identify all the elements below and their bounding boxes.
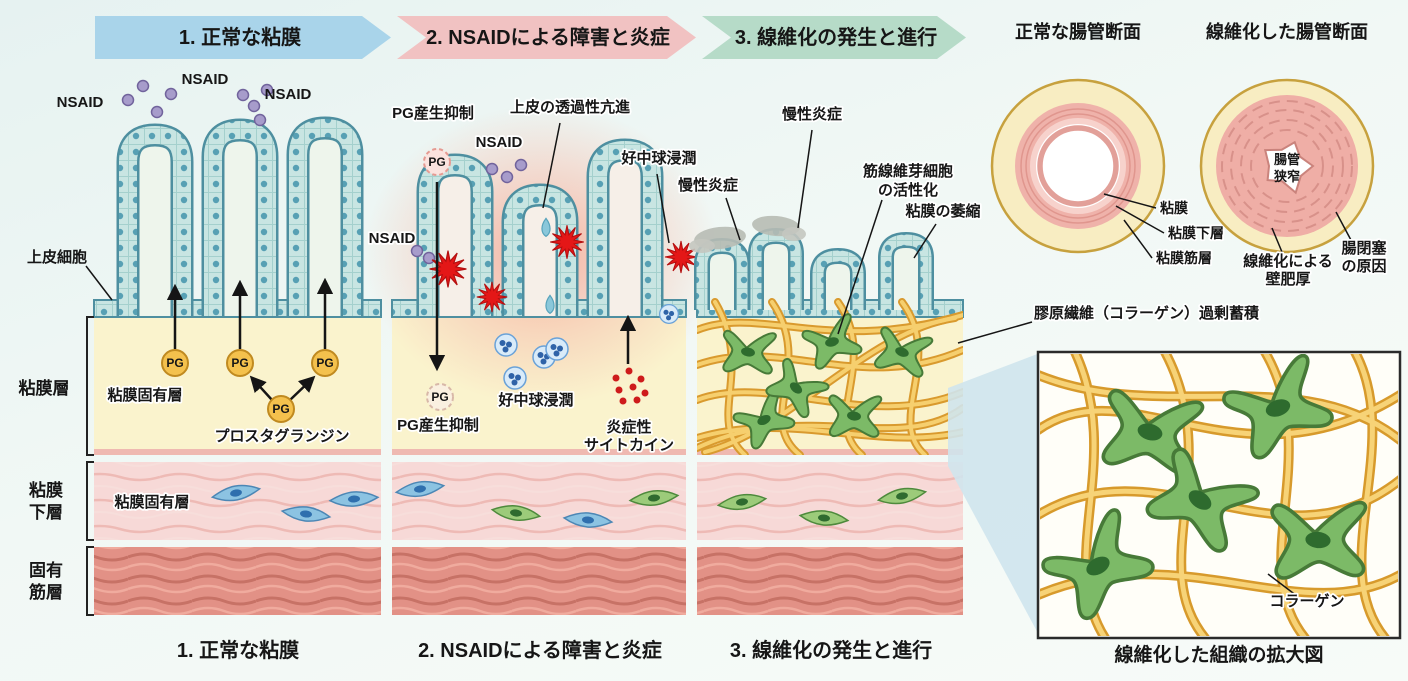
panel2-nsaid-molecules bbox=[410, 158, 528, 265]
stenosis-label-line2: 狭窄 bbox=[1273, 169, 1300, 184]
collagen-accumulation-leader-line bbox=[957, 321, 1033, 344]
submucosa-bands bbox=[94, 462, 963, 540]
submucosa-layer-label-line2: 下層 bbox=[29, 503, 63, 522]
pg-text: PG bbox=[166, 356, 183, 370]
pg-circle-suppressed bbox=[423, 148, 451, 176]
cytokine-label-line1: 炎症性 bbox=[606, 418, 651, 436]
pg-circle bbox=[161, 349, 189, 377]
submucosa-layer-label-line1: 粘膜 bbox=[29, 480, 63, 500]
step-banners: 1. 正常な粘膜 2. NSAIDによる障害と炎症 3. 線維化の発生と進行 bbox=[95, 16, 966, 59]
chronic-top-leader-line bbox=[797, 129, 813, 229]
pg-text: PG bbox=[316, 356, 333, 370]
zoom-wedge bbox=[948, 353, 1040, 637]
wall-thickening-label-line1: 線維化による bbox=[1243, 252, 1333, 270]
magnified-view: コラーゲン bbox=[1036, 350, 1402, 640]
banner-step1-label: 1. 正常な粘膜 bbox=[179, 25, 301, 49]
collagen-leader-line bbox=[1267, 573, 1298, 597]
cross-section-fibrotic: 腸管 狭窄 線維化による 壁肥厚 腸閉塞 の原因 bbox=[1199, 78, 1389, 290]
layer-brackets bbox=[86, 316, 94, 616]
muscularis-mucosae-line bbox=[94, 449, 381, 455]
lamina-propria-label: 粘膜固有層 bbox=[107, 386, 182, 404]
obstruction-label-line1: 腸閉塞 bbox=[1341, 239, 1387, 257]
myofibroblast-leader-line bbox=[837, 199, 883, 335]
panel1-nsaid-label-3: NSAID bbox=[265, 86, 312, 103]
panel1-nsaid-molecules bbox=[121, 79, 274, 127]
panel3-inflammatory-debris bbox=[689, 215, 806, 253]
magnified-collagen-fibers bbox=[1040, 354, 1398, 636]
muscularis-mucosae-line bbox=[697, 449, 963, 455]
chronic-inflammation-top-label: 慢性炎症 bbox=[782, 105, 842, 123]
panel1-nsaid-label-2: NSAID bbox=[182, 71, 229, 88]
normal-cross-section-title: 正常な腸管断面 bbox=[1015, 21, 1141, 42]
neutrophil-bottom-label: 好中球浸潤 bbox=[497, 391, 573, 409]
collagen-accumulation-label: 膠原繊維（コラーゲン）過剰蓄積 bbox=[1034, 304, 1260, 322]
chronic-left-leader-line bbox=[725, 197, 741, 241]
pg-suppression-top-label: PG産生抑制 bbox=[392, 104, 474, 122]
pg-suppression-bottom-label: PG産生抑制 bbox=[397, 416, 479, 434]
epithelial-cells-label: 上皮細胞 bbox=[27, 248, 87, 266]
mucosa-layer-label: 粘膜層 bbox=[19, 378, 70, 398]
pg-text: PG bbox=[231, 356, 248, 370]
pg-circle-suppressed bbox=[426, 383, 454, 411]
panel3-atrophied-epithelium bbox=[694, 227, 934, 310]
panel1-pg-signaling: PG PG PG PG bbox=[161, 277, 339, 423]
banner-step2 bbox=[397, 16, 696, 59]
cross-section-normal: 粘膜 粘膜下層 粘膜筋層 bbox=[990, 78, 1226, 268]
banner-step3-label: 3. 線維化の発生と進行 bbox=[735, 25, 937, 49]
pg-text: PG bbox=[431, 390, 448, 404]
banner-step2-label: 2. NSAIDによる障害と炎症 bbox=[426, 25, 670, 49]
myofibroblast-label-line2: の活性化 bbox=[878, 181, 938, 199]
myofibroblast-label-line1: 筋線維芽細胞 bbox=[862, 162, 953, 180]
neutrophil-top-label: 好中球浸潤 bbox=[620, 149, 696, 167]
magnified-caption: 線維化した組織の拡大図 bbox=[1114, 643, 1323, 666]
epithelial-leader-line bbox=[85, 265, 113, 301]
banner-step3 bbox=[702, 16, 966, 59]
permeability-label: 上皮の透過性亢進 bbox=[510, 98, 631, 116]
muscularis-layer-label-line2: 筋層 bbox=[28, 582, 63, 602]
panel2-nsaid-label-2: NSAID bbox=[369, 230, 416, 247]
wall-thickening-label-line2: 壁肥厚 bbox=[1265, 270, 1310, 288]
atrophy-leader-line bbox=[913, 223, 937, 259]
pg-text: PG bbox=[272, 402, 289, 416]
stenotic-lumen bbox=[1263, 140, 1315, 195]
panel1-nsaid-label-1: NSAID bbox=[57, 94, 104, 111]
panel3-caption: 3. 線維化の発生と進行 bbox=[730, 638, 932, 662]
obstruction-label-line2: の原因 bbox=[1341, 258, 1386, 275]
pg-circle bbox=[226, 349, 254, 377]
permeability-leader-line bbox=[542, 122, 561, 209]
panel2-pg-suppression: PG PG bbox=[423, 148, 454, 411]
prostaglandin-label: プロスタグランジン bbox=[214, 427, 349, 445]
ring-muscularis-label: 粘膜筋層 bbox=[1156, 250, 1212, 266]
fibrotic-cross-section-title: 線維化した腸管断面 bbox=[1206, 21, 1368, 42]
mucosa-band-panel1 bbox=[94, 317, 381, 449]
muscularis-bands bbox=[94, 547, 963, 615]
stenosis-label-line1: 腸管 bbox=[1274, 152, 1300, 167]
ring-mucosa-label: 粘膜 bbox=[1160, 200, 1188, 216]
pg-text: PG bbox=[428, 155, 445, 169]
panel1-caption: 1. 正常な粘膜 bbox=[177, 638, 299, 662]
collagen-label: コラーゲン bbox=[1269, 592, 1344, 610]
panel2-villi bbox=[416, 138, 664, 316]
chronic-inflammation-left-label: 慢性炎症 bbox=[678, 176, 738, 194]
banner-step1 bbox=[95, 16, 391, 59]
panel2-nsaid-label-1: NSAID bbox=[476, 134, 523, 151]
panel2-cytokines bbox=[612, 367, 649, 405]
pg-circle bbox=[267, 395, 295, 423]
panel1-submucosa-label: 粘膜固有層 bbox=[114, 493, 189, 511]
neutrophil-top-leader-line bbox=[656, 173, 670, 244]
panel2-caption: 2. NSAIDによる障害と炎症 bbox=[418, 638, 662, 662]
mucosal-atrophy-label: 粘膜の萎縮 bbox=[905, 202, 980, 220]
cytokine-label-line2: サイトカイン bbox=[584, 437, 674, 454]
muscularis-mucosae-line bbox=[392, 449, 686, 455]
ring-submucosa-label: 粘膜下層 bbox=[1168, 225, 1224, 241]
panel1-villi bbox=[116, 116, 364, 316]
pg-circle bbox=[311, 349, 339, 377]
muscularis-layer-label-line1: 固有 bbox=[29, 560, 63, 580]
